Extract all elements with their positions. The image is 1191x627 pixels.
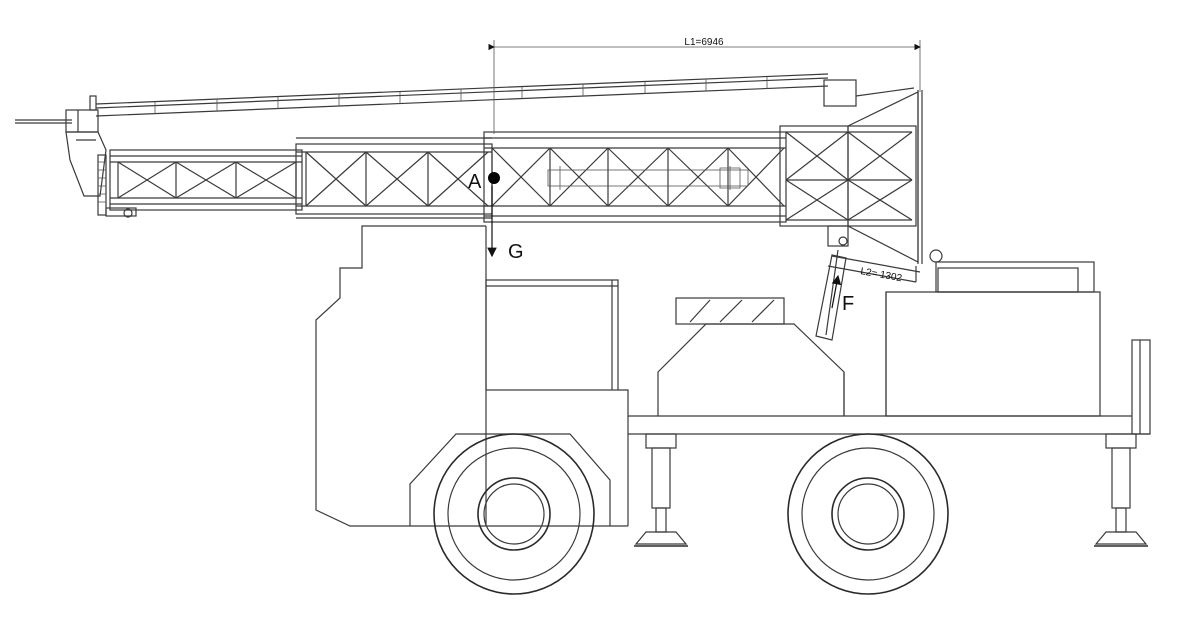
- boom-tip: [15, 95, 137, 218]
- front-wheel: [433, 433, 595, 595]
- boom-root-frame: [779, 79, 943, 264]
- outrigger-front: [634, 433, 688, 547]
- rear-wheel: [787, 433, 949, 595]
- boom-section-3: [483, 131, 787, 223]
- force-label: F: [842, 293, 854, 315]
- chassis: [486, 261, 1151, 527]
- dimension-l2-label: L2= 1302: [859, 266, 903, 284]
- point-a-marker: [488, 172, 500, 184]
- luffing-cylinder: [815, 249, 921, 341]
- outrigger-rear: [1094, 433, 1148, 547]
- turntable: [657, 297, 845, 417]
- force-arrow: [831, 274, 842, 309]
- cab: [315, 225, 619, 527]
- dimension-l1-label: L1=6946: [684, 37, 724, 48]
- boom-section-2: [295, 137, 493, 219]
- boom-top-rail: [95, 73, 829, 117]
- boom-section-1: [109, 149, 303, 211]
- gravity-label: G: [508, 241, 524, 263]
- dimension-l1: [488, 40, 921, 134]
- point-a-label: A: [468, 171, 482, 193]
